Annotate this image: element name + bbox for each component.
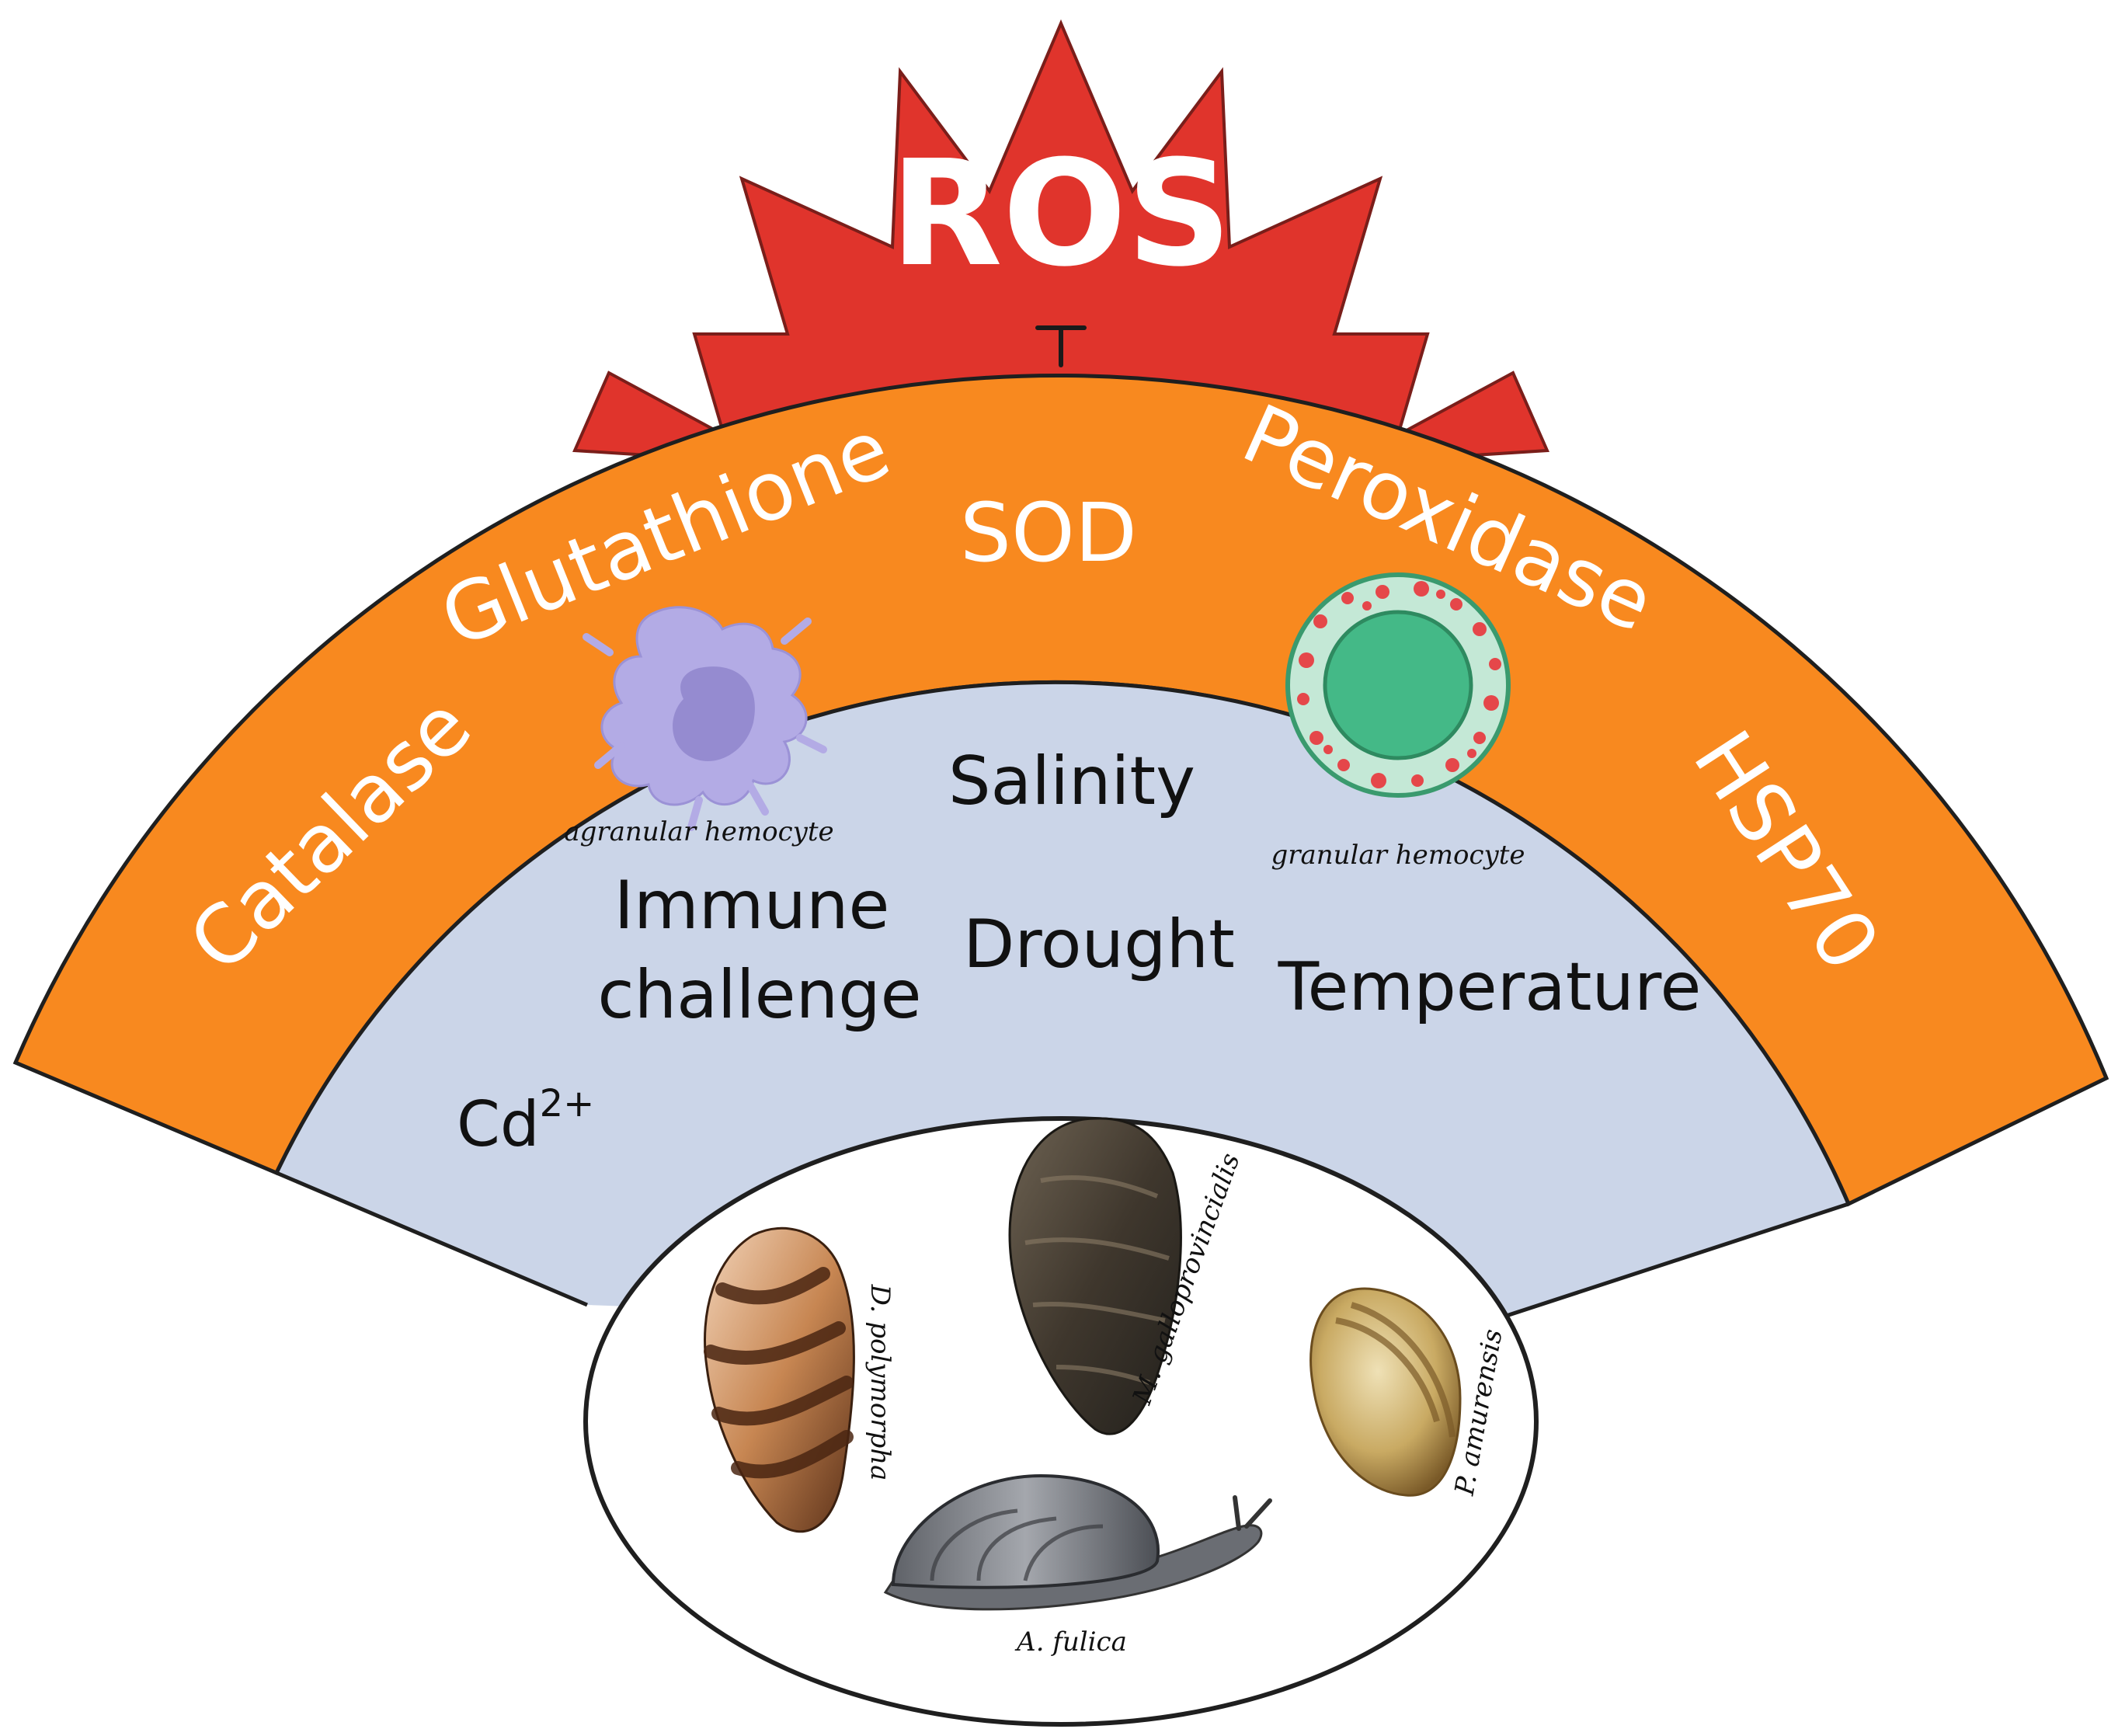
zebra-mussel-shell xyxy=(704,1226,855,1533)
asian-clam-shell xyxy=(1309,1287,1462,1497)
inhibition-symbol xyxy=(1035,325,1087,367)
cadmium-charge: 2+ xyxy=(540,1082,595,1125)
mediterranean-mussel-shell xyxy=(1008,1117,1182,1435)
sod-label: SOD xyxy=(960,485,1137,580)
granular-hemocyte-label: granular hemocyte xyxy=(1271,840,1525,871)
giant-african-snail xyxy=(883,1473,1272,1611)
immune-challenge-line2: challenge xyxy=(597,956,921,1034)
stressor-zone-border xyxy=(274,680,1851,1205)
a-fulica-label: A. fulica xyxy=(1014,1626,1127,1658)
drought-label: Drought xyxy=(963,906,1235,983)
agranular-hemocyte-label: agranular hemocyte xyxy=(564,816,833,847)
stressor-zone-left-edge xyxy=(276,1171,588,1307)
salinity-label: Salinity xyxy=(948,743,1195,820)
agranular-hemocyte xyxy=(583,606,827,831)
stressor-zone xyxy=(276,682,1849,1336)
granular-hemocyte xyxy=(1285,572,1511,798)
cadmium-label: Cd2+ xyxy=(457,1082,594,1160)
temperature-label: Temperature xyxy=(1278,948,1702,1026)
cadmium-symbol: Cd xyxy=(457,1088,540,1160)
stressor-zone-right-edge xyxy=(1444,1202,1849,1338)
d-polymorpha-label: D. polymorpha xyxy=(864,1284,896,1481)
ros-label: ROS xyxy=(890,129,1232,299)
immune-challenge-line1: Immune xyxy=(614,867,890,945)
